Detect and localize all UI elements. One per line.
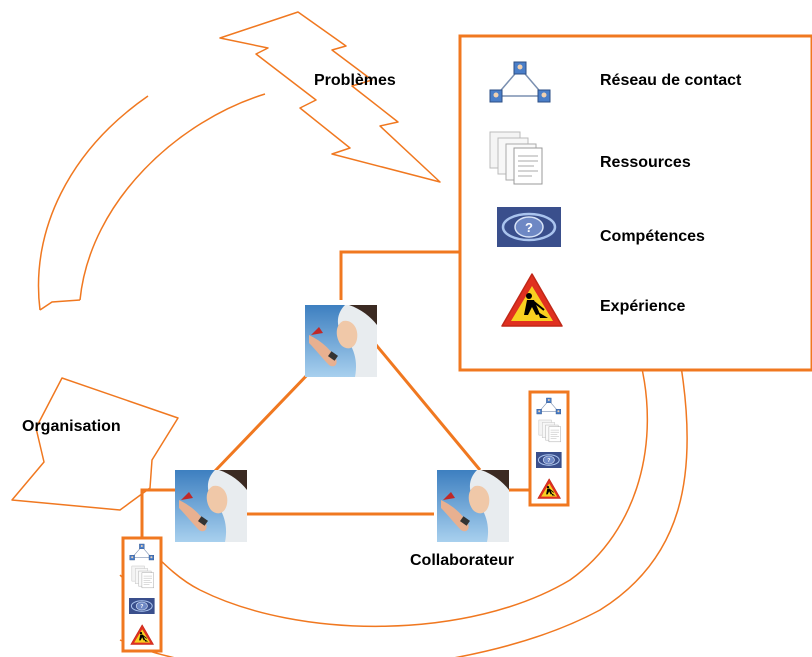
legend-competence-icon: [495, 205, 563, 249]
legend-label-network: Réseau de contact: [600, 72, 742, 89]
cycle-arrow-outer-arc: [37, 95, 688, 657]
organisation-label: Organisation: [22, 418, 121, 435]
organisation-arrow-head: [11, 377, 179, 511]
legend-label-experience: Expérience: [600, 298, 686, 315]
problems-label: Problèmes: [314, 72, 396, 89]
connector-top-to-left: [212, 370, 312, 474]
legend-label-competences: Compétences: [600, 228, 705, 245]
connector-top-to-right: [370, 339, 482, 471]
collaborator-photo-right: [437, 470, 509, 542]
problems-bolt-arrow: [219, 11, 441, 183]
connector-left-to-icons: [140, 488, 176, 538]
cycle-arrow-tail: [39, 299, 81, 311]
right-icon-stack: [528, 390, 570, 507]
connector-top-to-legend: [339, 250, 462, 300]
mini-competence-icon: [128, 597, 156, 615]
mini-competence-icon: [535, 451, 563, 469]
legend-label-resources: Ressources: [600, 154, 691, 171]
collaborator-photo-top: [305, 305, 377, 377]
collaborator-photo-left: [175, 470, 247, 542]
left-icon-stack: [121, 536, 163, 653]
cycle-arrow-inner-arc: [79, 93, 649, 627]
network-connectors: [140, 250, 530, 538]
collaborator-label: Collaborateur: [410, 552, 515, 569]
